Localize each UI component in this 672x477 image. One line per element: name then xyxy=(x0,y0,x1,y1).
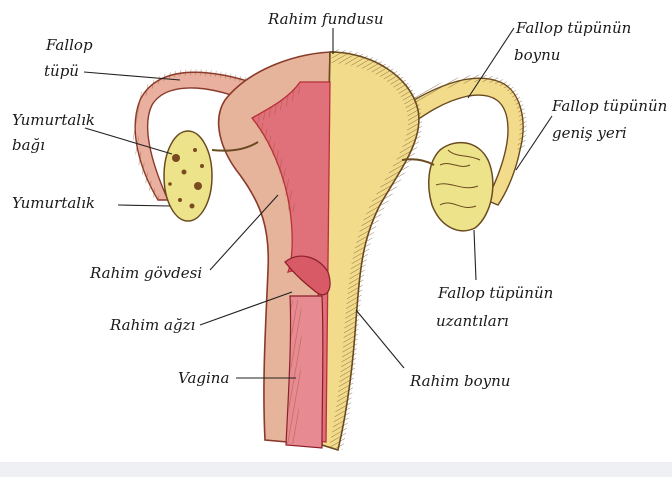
label-tube-ampulla-1: Fallop tüpünün xyxy=(551,97,667,115)
label-ovary-ligament-1: Yumurtalık xyxy=(12,111,95,129)
label-uterus-body: Rahim gövdesi xyxy=(89,264,202,282)
label-fallop-tube-2: tüpü xyxy=(44,62,79,80)
left-ovary xyxy=(164,131,212,221)
label-fimbriae-2: uzantıları xyxy=(436,312,509,330)
bottom-band xyxy=(0,462,672,477)
label-cervix: Rahim boynu xyxy=(409,372,510,390)
label-ovary: Yumurtalık xyxy=(12,194,95,212)
label-fundus: Rahim fundusu xyxy=(267,10,384,28)
uterus-right-half xyxy=(322,52,419,450)
label-fallop-tube-1: Fallop xyxy=(45,36,93,54)
label-ovary-ligament-2: bağı xyxy=(12,136,45,154)
label-tube-neck-1: Fallop tüpünün xyxy=(515,19,631,37)
label-uterus-mouth: Rahim ağzı xyxy=(109,316,195,334)
label-fimbriae-1: Fallop tüpünün xyxy=(437,284,553,302)
label-vagina: Vagina xyxy=(178,369,229,387)
label-tube-ampulla-2: geniş yeri xyxy=(552,124,627,142)
label-tube-neck-2: boynu xyxy=(514,46,560,64)
